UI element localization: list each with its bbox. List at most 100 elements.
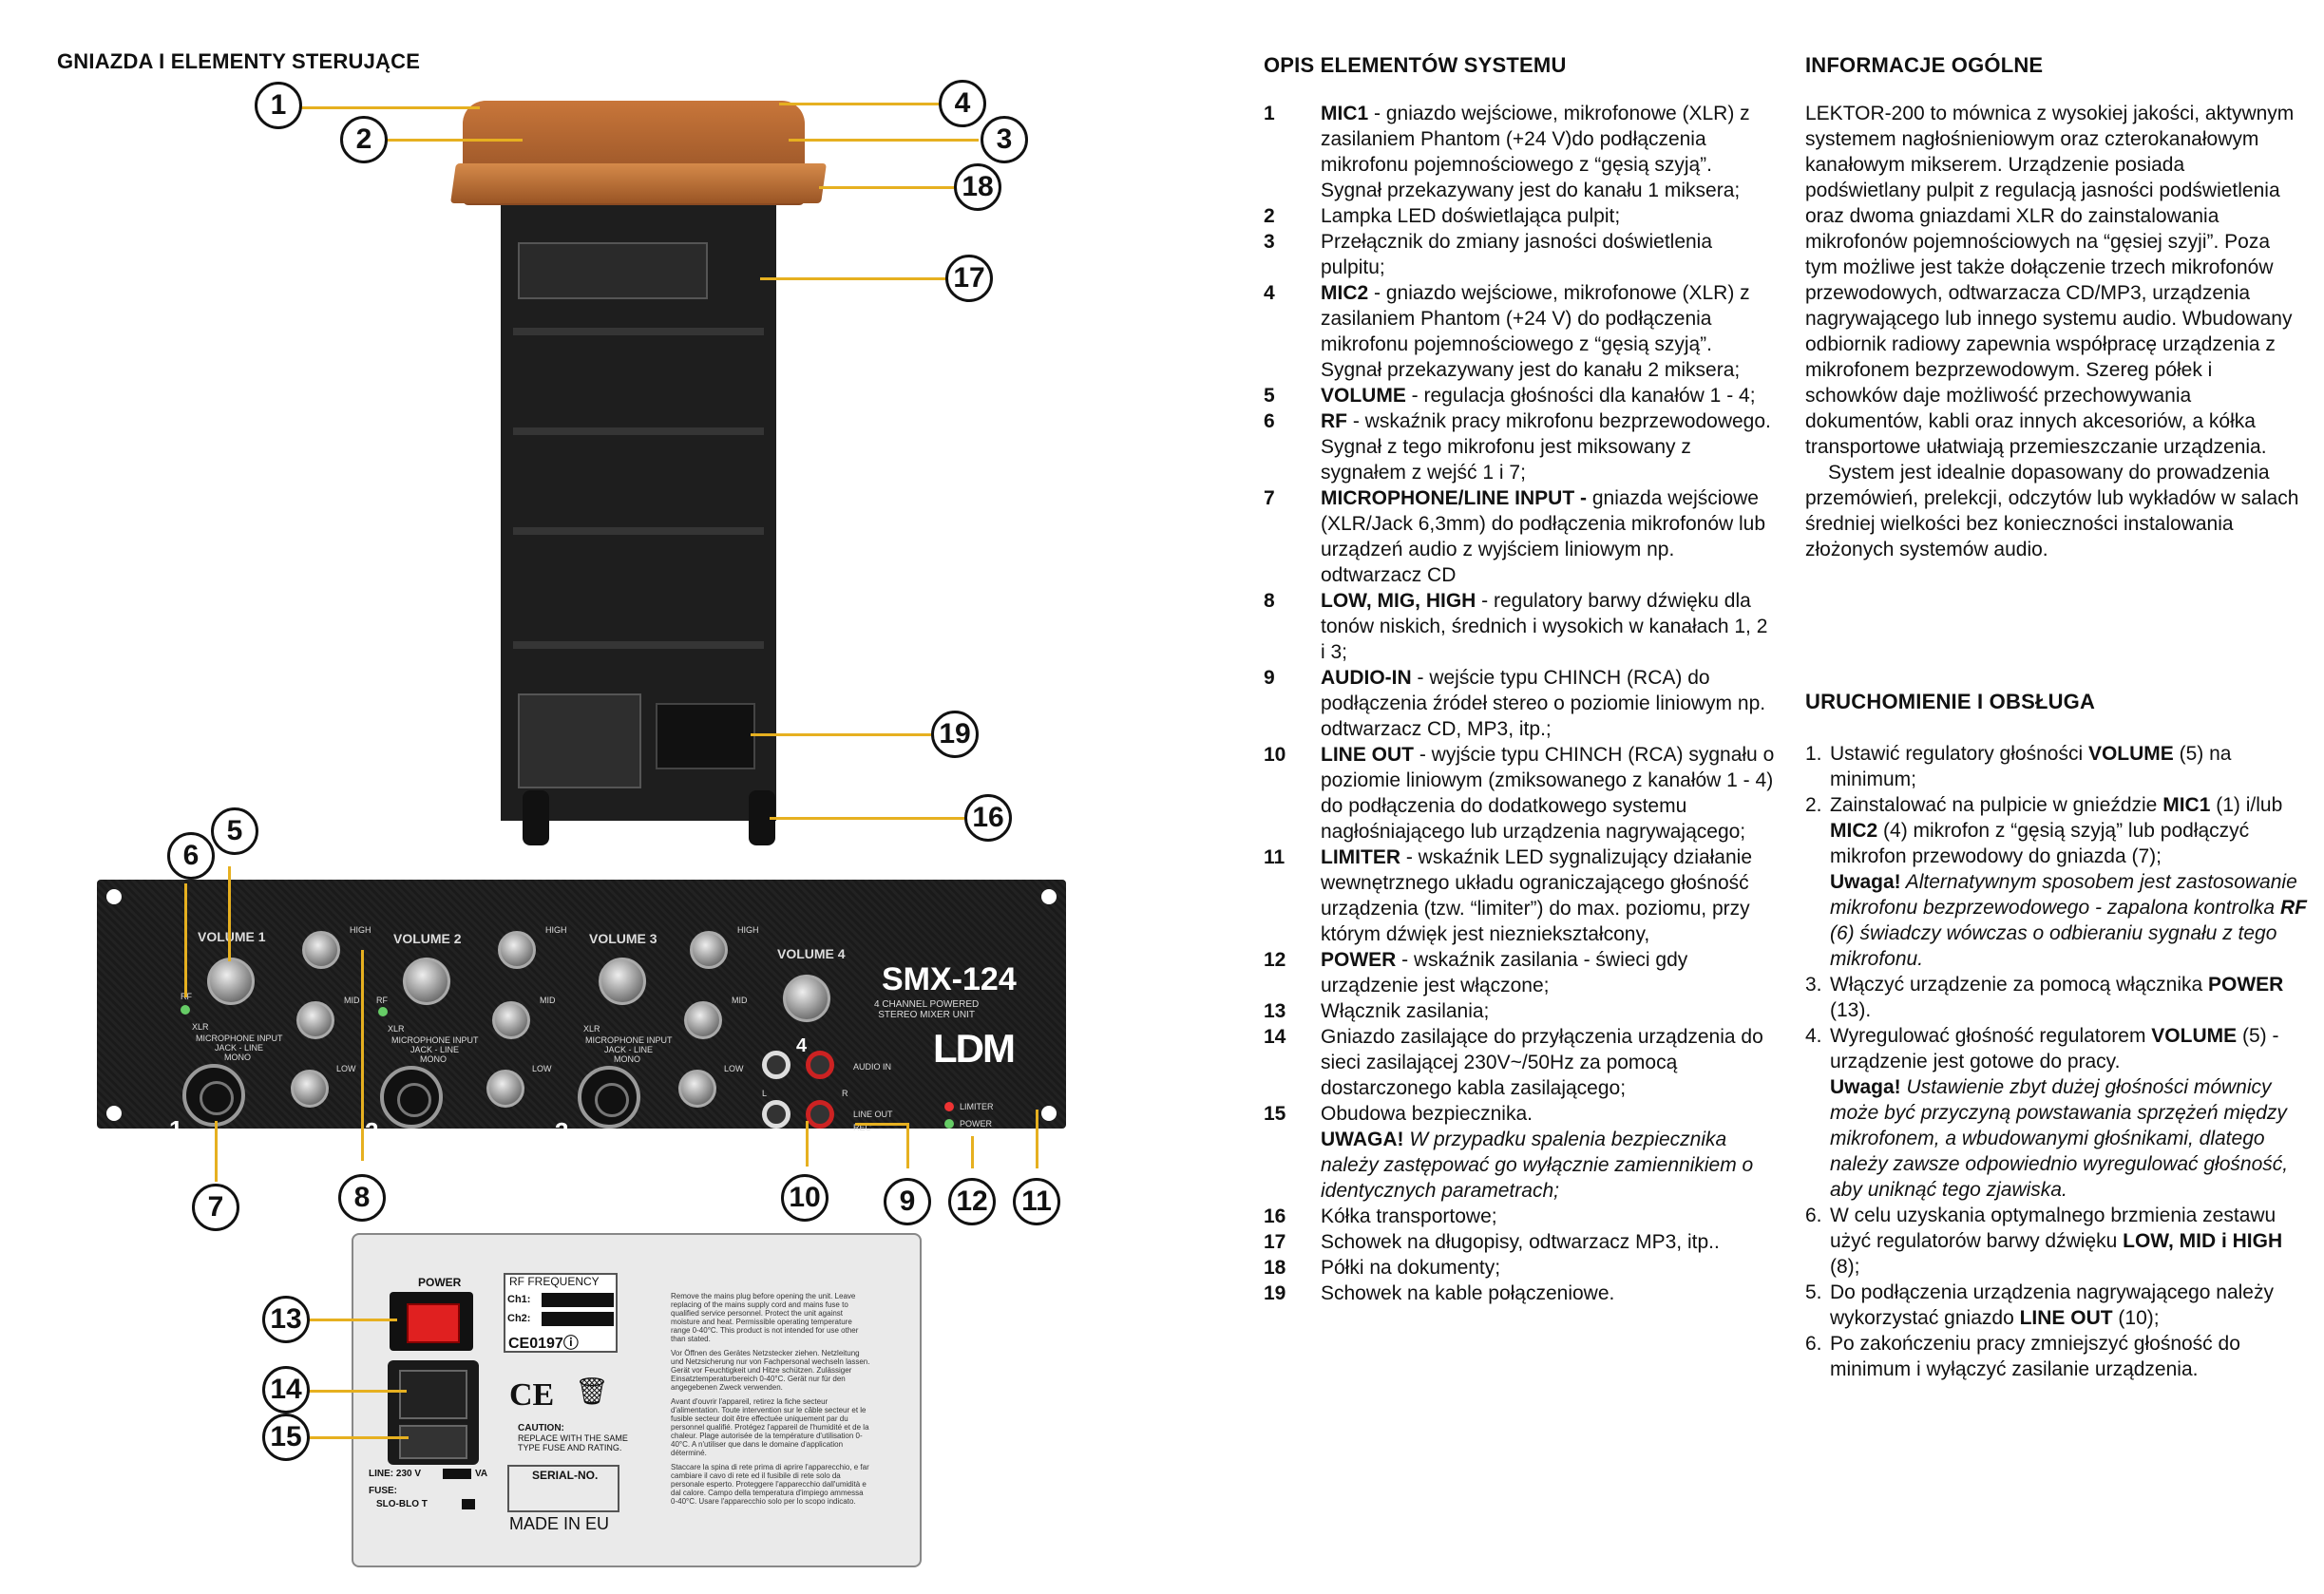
mid-knob-1[interactable] — [296, 1001, 334, 1039]
brand-logo: LDM — [933, 1026, 1016, 1071]
va-label: VA — [475, 1469, 488, 1479]
opis-item-text: - wejście typu CHINCH (RCA) do podłączen… — [1321, 667, 1766, 740]
mid-label: MID — [732, 996, 748, 1005]
low-label: LOW — [532, 1064, 552, 1073]
audio-in-left-rca[interactable] — [762, 1051, 791, 1079]
opis-item-number: 4 — [1264, 282, 1275, 304]
opis-item-number: 2 — [1264, 205, 1275, 227]
opis-item-number: 7 — [1264, 487, 1275, 509]
audio-in-right-rca[interactable] — [806, 1051, 834, 1079]
leader-line — [299, 106, 480, 109]
callout-7: 7 — [192, 1184, 239, 1231]
rf-label: RF — [376, 996, 388, 1005]
xlr-label: XLR — [192, 1022, 209, 1032]
combo-input-2[interactable] — [380, 1066, 443, 1129]
low-knob-1[interactable] — [291, 1070, 329, 1108]
high-knob-3[interactable] — [690, 931, 728, 969]
callout-12: 12 — [948, 1178, 996, 1225]
fuse-holder[interactable] — [399, 1425, 467, 1459]
power-led — [944, 1119, 954, 1129]
made-in-label: MADE IN EU — [509, 1514, 610, 1533]
callout-3: 3 — [981, 116, 1028, 163]
opis-item-term: MIC1 — [1321, 103, 1369, 124]
controls-heading: GNIAZDA I ELEMENTY STERUJĄCE — [57, 49, 421, 73]
opis-heading: OPIS ELEMENTÓW SYSTEMU — [1264, 53, 1567, 77]
warning-de: Vor Öffnen des Gerätes Netzstecker ziehe… — [671, 1349, 870, 1392]
va-field — [443, 1469, 471, 1479]
combo-input-1[interactable] — [182, 1064, 245, 1127]
opis-item-number: 10 — [1264, 744, 1286, 766]
low-knob-3[interactable] — [678, 1070, 716, 1108]
line-out-left-rca[interactable] — [762, 1100, 791, 1129]
volume-1-knob[interactable] — [207, 958, 255, 1005]
leader-line — [751, 733, 931, 736]
callout-8: 8 — [338, 1174, 386, 1222]
volume-3-knob[interactable] — [599, 958, 646, 1005]
audio-in-label: AUDIO IN — [853, 1062, 892, 1072]
high-label: HIGH — [350, 925, 371, 935]
opis-item-term: LOW, MIG, HIGH — [1321, 590, 1476, 612]
mid-knob-2[interactable] — [492, 1001, 530, 1039]
combo-input-3[interactable] — [578, 1066, 640, 1129]
warning-en: Remove the mains plug before opening the… — [671, 1292, 859, 1343]
opis-item-number: 6 — [1264, 410, 1275, 432]
ce-mark-icon: CE — [509, 1377, 555, 1413]
high-knob-2[interactable] — [498, 931, 536, 969]
channel-number: 1 — [169, 1115, 183, 1144]
callout-10: 10 — [781, 1174, 829, 1222]
leader-line — [361, 950, 364, 1161]
uwaga-label: UWAGA! — [1321, 1129, 1404, 1150]
fuse-rating-field — [462, 1499, 475, 1509]
opis-item-text: Kółka transportowe; — [1321, 1205, 1497, 1227]
iec-power-socket[interactable] — [399, 1370, 467, 1419]
leader-line — [971, 1136, 974, 1168]
mono-label: MONO — [224, 1053, 251, 1062]
ch2-field — [542, 1312, 614, 1326]
low-knob-2[interactable] — [486, 1070, 524, 1108]
opis-item-term: MIC2 — [1321, 282, 1369, 304]
volume-2-knob[interactable] — [403, 958, 450, 1005]
channel-number: 2 — [365, 1117, 379, 1146]
callout-1: 1 — [255, 82, 302, 129]
callout-17: 17 — [945, 255, 993, 302]
opis-item-text: - wskaźnik pracy mikrofonu bezprzewodowe… — [1321, 410, 1771, 484]
opis-item-term: AUDIO-IN — [1321, 667, 1412, 689]
callout-4: 4 — [939, 80, 986, 127]
opis-item-text: - wskaźnik LED sygnalizujący działanie w… — [1321, 846, 1752, 945]
ce-code: CE0197ⓘ — [508, 1336, 579, 1352]
ch1-field — [542, 1293, 614, 1307]
limiter-label: LIMITER — [960, 1102, 994, 1111]
opis-item-term: LIMITER — [1321, 846, 1400, 868]
weee-bin-icon: 🗑 — [575, 1376, 609, 1407]
podium-cable-compartment — [656, 703, 755, 769]
callout-2: 2 — [340, 116, 388, 163]
opis-item-number: 11 — [1264, 846, 1286, 868]
step-3: 3.Włączyć urządzenie za pomocą włącznika… — [1805, 974, 2284, 1021]
opis-item-number: 13 — [1264, 1000, 1286, 1022]
callout-6: 6 — [167, 832, 215, 880]
line-out-right-rca[interactable] — [806, 1100, 834, 1129]
volume-4-knob[interactable] — [783, 975, 830, 1022]
opis-item-term: LINE OUT — [1321, 744, 1414, 766]
power-switch[interactable] — [390, 1292, 473, 1351]
high-knob-1[interactable] — [302, 931, 340, 969]
step-1: 1.Ustawić regulatory głośności VOLUME (5… — [1805, 743, 2232, 790]
info-paragraph-1: LEKTOR-200 to mównica z wysokiej jakości… — [1805, 103, 2295, 458]
opis-item-number: 12 — [1264, 949, 1286, 971]
leader-line — [770, 817, 964, 820]
opis-item-text: - wskaźnik zasilania - świeci gdy urządz… — [1321, 949, 1688, 996]
opis-item: 4 MIC2 - gniazdo wejściowe, mikrofonowe (… — [1264, 280, 1777, 383]
mid-knob-3[interactable] — [684, 1001, 722, 1039]
opis-item-text: - gniazdo wejściowe, mikrofonowe (XLR) z… — [1321, 282, 1750, 381]
caution-body: REPLACE WITH THE SAME TYPE FUSE AND RATI… — [518, 1433, 628, 1452]
podium-shelf — [513, 641, 764, 649]
leader-line — [1036, 1110, 1038, 1168]
xlr-label: XLR — [388, 1024, 405, 1034]
